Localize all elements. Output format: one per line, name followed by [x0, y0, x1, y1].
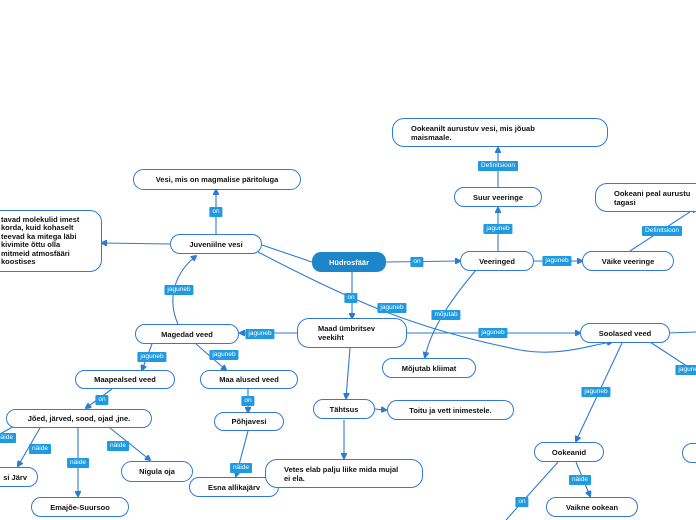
node-label: Nigula oja	[139, 467, 175, 476]
link-juveniilne-soolased	[257, 251, 612, 353]
link-label-jaguneb: jaguneb	[483, 224, 513, 234]
link-label-jaguneb: jaguneb	[478, 328, 508, 338]
link-label-on: on	[410, 257, 424, 267]
link-label-definitsioon: Definitsioon	[478, 161, 518, 171]
node-suur-definitsioon[interactable]: Ookeanilt aurustuv vesi, mis jõuab maism…	[392, 118, 608, 147]
node-hudrosfaar[interactable]: Hüdrosfäär	[312, 252, 386, 272]
node-label: tavad molekulid imest korda, kuid kohase…	[1, 214, 80, 266]
node-vaikne-ookean[interactable]: Vaikne ookean	[546, 497, 638, 517]
node-label: Esna allikajärv	[207, 482, 261, 492]
link-label-definitsioon: Definitsioon	[642, 226, 682, 236]
link-root-juveniilne	[261, 244, 313, 263]
node-maapealsed-veed[interactable]: Maapealsed veed	[75, 370, 175, 389]
node-maa-alused-veed[interactable]: Maa alused veed	[200, 370, 298, 389]
link-label-naide: näide	[107, 441, 129, 451]
node-vaike-veeringe[interactable]: Väike veeringe	[582, 251, 674, 271]
node-label: Mõjutab kliimat	[401, 363, 457, 373]
node-label: Maa alused veed	[219, 375, 279, 384]
link-juveniilne-molekulid	[102, 243, 171, 244]
node-label: Juveniilne vesi	[189, 239, 243, 249]
link-label-jaguneb: jaguneb	[581, 387, 611, 397]
node-label: Jõed, järved, sood, ojad ,jne.	[27, 414, 131, 423]
node-molekulid[interactable]: tavad molekulid imest korda, kuid kohase…	[0, 210, 102, 272]
node-magmaline[interactable]: Vesi, mis on magmalise päritoluga	[133, 169, 301, 190]
node-suur-veeringe[interactable]: Suur veeringe	[454, 187, 542, 207]
node-magedad-veed[interactable]: Magedad veed	[135, 324, 239, 344]
link-ookeanid-on	[505, 461, 559, 520]
link-label-jaguneb: jaguneb	[164, 285, 194, 295]
node-label: si Järv	[3, 472, 27, 482]
link-label-on: on	[209, 207, 223, 217]
node-label: Emajõe-Suursoo	[50, 502, 110, 512]
node-veeringed[interactable]: Veeringed	[460, 251, 534, 271]
node-joed[interactable]: Jõed, järved, sood, ojad ,jne.	[6, 409, 152, 428]
link-maad-tahtsus	[346, 347, 351, 398]
node-label: Väike veeringe	[601, 256, 655, 266]
node-label: Toitu ja vett inimestele.	[409, 405, 492, 415]
node-jarv[interactable]: si Järv	[0, 467, 38, 487]
node-pohjavesi[interactable]: Põhjavesi	[214, 412, 284, 431]
node-label: Vesi, mis on magmalise päritoluga	[155, 175, 279, 184]
link-label-jaguneb: jaguneb	[675, 365, 696, 375]
node-label: Maad ümbritsev veekiht	[318, 324, 376, 342]
link-label-naide: näide	[67, 458, 89, 468]
node-tahtsus[interactable]: Tähtsus	[313, 399, 375, 419]
node-label: Veeringed	[479, 256, 515, 266]
link-soolased-right	[667, 331, 696, 334]
node-label: Põhjavesi	[231, 417, 267, 426]
node-ookeanid[interactable]: Ookeanid	[534, 442, 604, 462]
link-label-on: on	[344, 293, 358, 303]
link-label-on: on	[241, 396, 255, 406]
node-toitu[interactable]: Toitu ja vett inimestele.	[387, 400, 514, 420]
link-label-jaguneb: jaguneb	[245, 329, 275, 339]
link-label-naide: näide	[230, 463, 252, 473]
link-label-naide: näide	[0, 433, 16, 443]
link-label-mojutab: mõjutab	[431, 310, 461, 320]
link-label-naide: näide	[29, 444, 51, 454]
node-label: Ookeani peal aurustu tagasi	[614, 188, 691, 207]
link-label-on: on	[95, 395, 109, 405]
node-soolased-veed[interactable]: Soolased veed	[580, 323, 670, 343]
node-vetes[interactable]: Vetes elab palju liike mida mujal ei ela…	[265, 459, 423, 488]
node-juveniilne-vesi[interactable]: Juveniilne vesi	[170, 234, 262, 254]
link-tahtsus-toitu	[373, 409, 386, 410]
node-partial-right[interactable]	[682, 443, 696, 463]
link-label-naide: näide	[569, 475, 591, 485]
node-label: Tähtsus	[329, 404, 359, 414]
link-label-jaguneb: jaguneb	[209, 350, 239, 360]
node-vaike-definitsioon[interactable]: Ookeani peal aurustu tagasi	[595, 183, 696, 212]
link-joed-nigula	[109, 427, 150, 460]
node-mojutab-kliimat[interactable]: Mõjutab kliimat	[382, 358, 476, 378]
node-label: Vaikne ookean	[565, 502, 619, 512]
node-label: Suur veeringe	[472, 192, 524, 202]
link-label-jaguneb: jaguneb	[542, 256, 572, 266]
node-label: Maapealsed veed	[94, 375, 156, 384]
node-label: Hüdrosfäär	[328, 257, 369, 267]
node-maad-umbritsev[interactable]: Maad ümbritsev veekiht	[297, 318, 407, 348]
link-label-jaguneb: jaguneb	[137, 352, 167, 362]
node-label: Ookeanilt aurustuv vesi, mis jõuab maism…	[411, 123, 535, 142]
node-label: Magedad veed	[161, 329, 213, 339]
node-emajoe-suursoo[interactable]: Emajõe-Suursoo	[31, 497, 129, 517]
link-label-on: on	[515, 497, 529, 507]
link-label-jaguneb: jaguneb	[377, 303, 407, 313]
node-label: Vetes elab palju liike mida mujal ei ela…	[284, 464, 399, 483]
link-joed-jarv	[18, 427, 41, 466]
node-nigula-oja[interactable]: Nigula oja	[121, 461, 193, 482]
node-label: Ookeanid	[551, 447, 587, 457]
node-label: Soolased veed	[598, 328, 652, 338]
